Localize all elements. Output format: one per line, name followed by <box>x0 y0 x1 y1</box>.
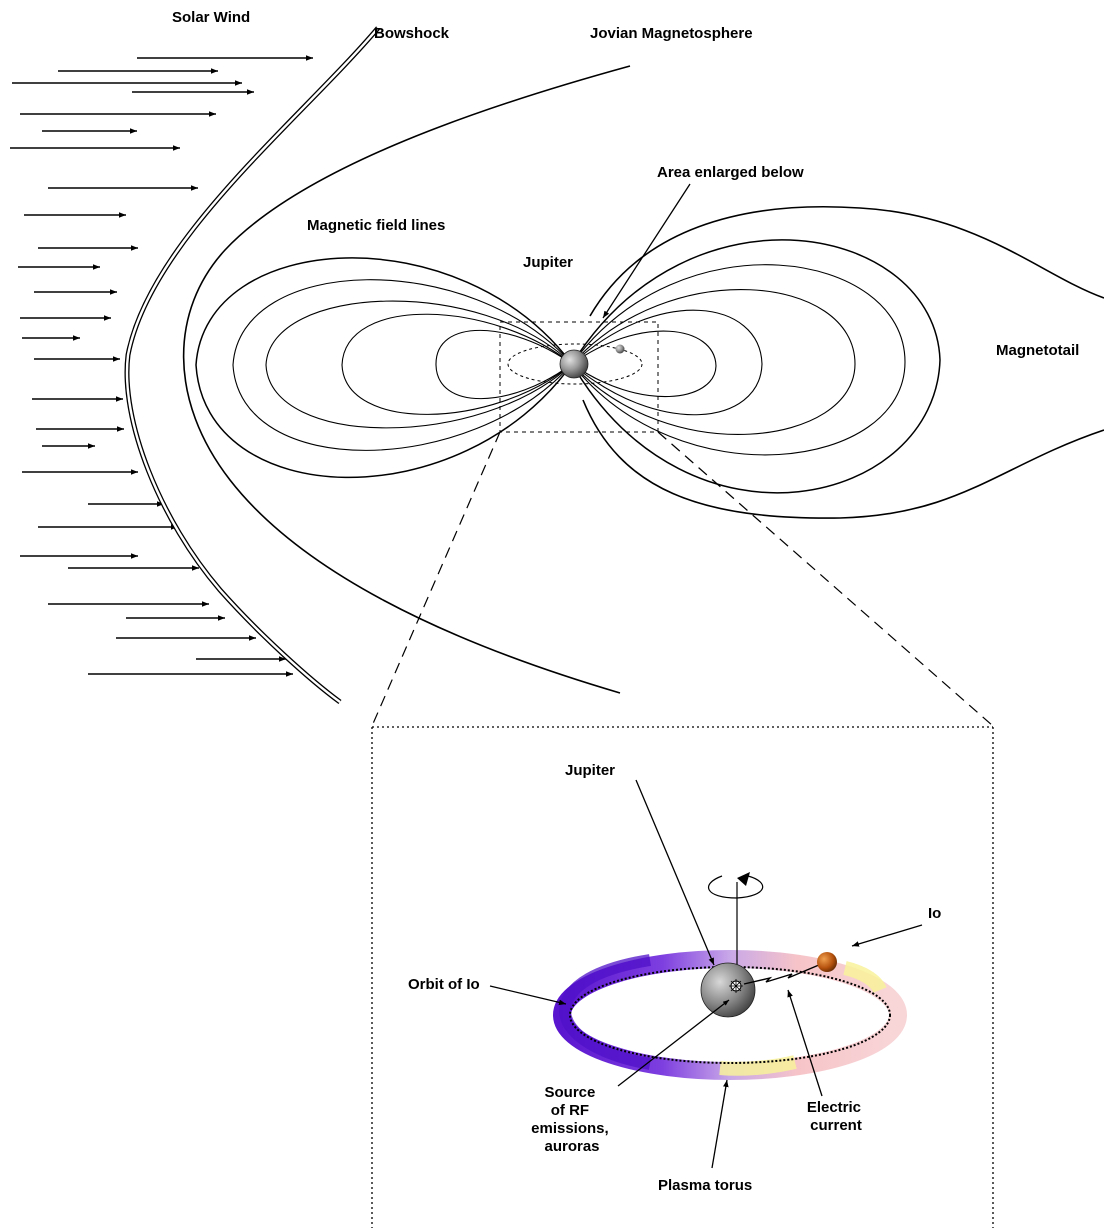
label-source-rf: Source of RF emissions, auroras <box>531 1084 613 1155</box>
io-orbit-inset <box>569 966 891 1064</box>
magnetic-field-lines-left <box>195 257 573 479</box>
label-jovian-magnetosphere: Jovian Magnetosphere <box>590 25 753 42</box>
area-enlarged-arrow <box>602 183 691 319</box>
inset-frame <box>371 726 994 1228</box>
electric-current-line <box>743 961 827 985</box>
magnetic-field-lines-right <box>571 239 941 494</box>
io-inset <box>817 952 837 972</box>
magnetotail-boundary <box>582 205 1104 519</box>
label-bowshock: Bowshock <box>374 25 450 42</box>
jupiter-small <box>559 349 589 379</box>
jupiter-inset <box>700 962 756 1018</box>
bowshock-curve <box>124 26 380 705</box>
label-plasma-torus: Plasma torus <box>658 1177 752 1194</box>
label-solar-wind: Solar Wind <box>172 9 250 26</box>
enlarged-area-box <box>499 321 659 433</box>
label-orbit-of-io: Orbit of Io <box>408 976 480 993</box>
solar-wind-arrows <box>10 55 313 677</box>
inset-pointer-arrows <box>489 779 923 1169</box>
projection-lines <box>371 431 994 727</box>
magnetopause-curve <box>182 65 631 694</box>
plasma-torus <box>553 950 907 1080</box>
label-magnetic-field-lines: Magnetic field lines <box>307 217 445 234</box>
label-io: Io <box>928 905 941 922</box>
label-area-enlarged: Area enlarged below <box>657 164 804 181</box>
label-jupiter-inset: Jupiter <box>565 762 615 779</box>
rotation-arrow-icon <box>708 872 764 899</box>
label-electric-current: Electric current <box>807 1099 865 1134</box>
io-small <box>615 344 625 354</box>
label-magnetotail: Magnetotail <box>996 342 1079 359</box>
io-orbit-small <box>507 343 643 385</box>
label-jupiter-top: Jupiter <box>523 254 573 271</box>
rf-source-star-icon <box>729 979 743 993</box>
